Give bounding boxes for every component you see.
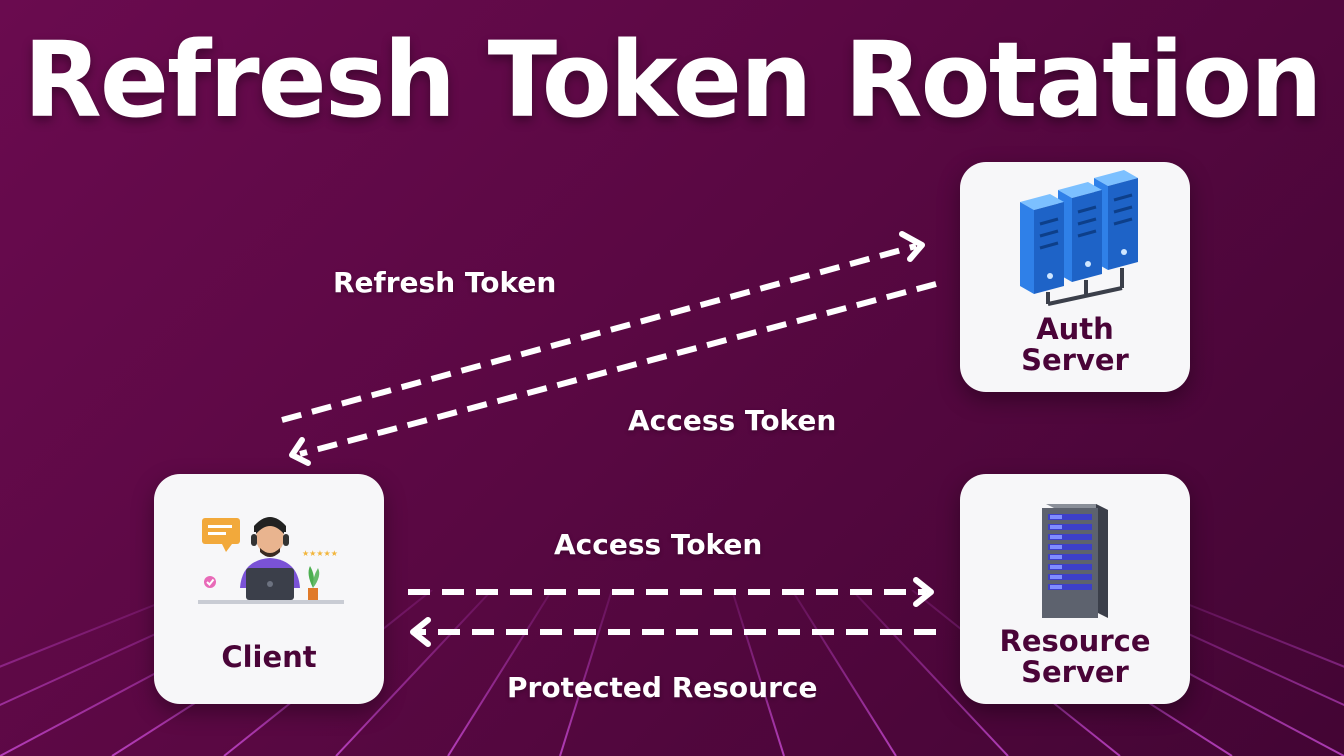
auth-server-card: Auth Server	[960, 162, 1190, 392]
server-stack-icon	[1020, 170, 1138, 306]
refresh-token-arrowhead	[899, 231, 925, 262]
access-token-return-arrowhead	[289, 437, 311, 466]
resource-server-label: Resource Server	[999, 624, 1151, 689]
svg-text:★★★★★: ★★★★★	[302, 549, 338, 558]
resource-server-card: Resource Server	[960, 474, 1190, 704]
access-token-request-arrowhead	[913, 577, 934, 607]
auth-server-label: Auth Server	[1021, 312, 1129, 377]
protected-resource-label: Protected Resource	[507, 671, 818, 704]
access-token-label-top: Access Token	[628, 404, 837, 437]
refresh-token-arrow	[281, 243, 917, 423]
client-card: ★★★★★ Client	[154, 474, 384, 704]
access-token-return-arrow	[299, 281, 937, 457]
refresh-token-label: Refresh Token	[333, 266, 557, 299]
client-label: Client	[221, 640, 317, 674]
protected-resource-arrowhead	[410, 617, 431, 647]
page-title: Refresh Token Rotation	[23, 19, 1322, 141]
client-person-laptop-icon: ★★★★★	[198, 517, 344, 604]
access-token-label-bottom: Access Token	[554, 528, 763, 561]
server-rack-icon	[1042, 504, 1108, 618]
